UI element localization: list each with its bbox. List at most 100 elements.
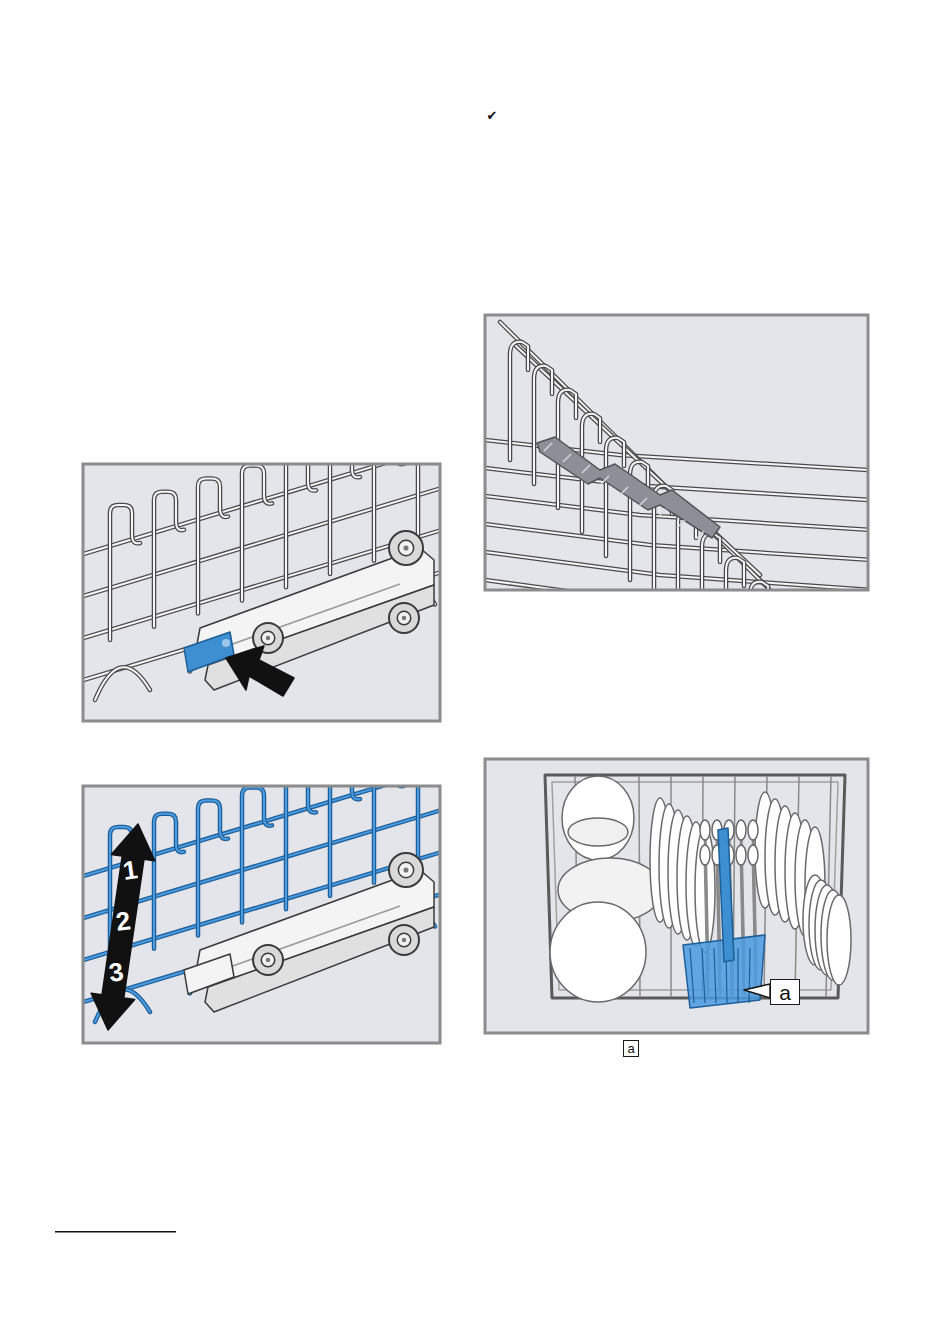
wheel-hub [261,953,275,967]
panel-border [485,315,868,590]
rack-wire [154,492,184,627]
rack-wire [154,814,184,949]
rack-wire [726,558,744,590]
rack-wire [95,667,150,700]
rack-wire [418,786,440,870]
panel-art [545,775,851,1008]
rack-wire [330,464,360,574]
shelf-grid [582,465,590,473]
rack-wire [286,786,316,909]
bowl-rim [568,818,628,846]
panel-art [83,786,440,1030]
panel-art [83,464,440,700]
push-arrow [226,646,294,696]
wheel-axle [403,545,408,550]
rack-wire [702,534,720,590]
rack-wire [702,534,720,590]
rack-wire [330,786,360,896]
rack-wire [286,464,316,587]
rack-wire [500,322,770,590]
footnote-rule [55,1231,176,1233]
wheel-hub [397,933,411,947]
rack-wire [242,787,272,922]
spoon [748,820,758,840]
rack-wire [500,322,770,590]
shelf-grid [601,476,609,484]
callout-letter: a [627,1042,634,1055]
wheel-axle [266,958,271,963]
callout-pointer [744,984,770,998]
shelf-grid [544,443,552,451]
rack-wire [726,558,744,590]
latch-mark [222,639,230,647]
shelf-grid [696,531,704,539]
height-arrow [91,824,155,1030]
wheel [389,853,423,887]
shelf-grid [620,487,628,495]
wheel-hub [398,540,413,555]
spoon [748,845,758,865]
rack-wire [418,464,440,548]
shelf-grid [639,498,647,506]
panel-ground [485,759,868,1033]
basket-mesh [749,948,750,1003]
callout-box: a [770,979,800,1005]
wheel-hub [261,631,275,645]
rack-wire [198,479,228,614]
callout-box: a [623,1040,639,1057]
rack-wire [110,505,140,640]
rack-wire [330,464,360,574]
rack-wire [198,801,228,936]
wheel-axle [403,867,408,872]
rack-wire [418,464,440,548]
wheel-hub [398,862,413,877]
rack-wire [510,342,528,460]
latch [184,954,234,994]
shelf-grid [563,454,571,462]
shelf-grid [658,509,666,517]
rack-wire [242,465,272,600]
shelf-grid [677,520,685,528]
wheel-hub [397,611,411,625]
wheel-axle [266,636,271,641]
panel-border [83,464,440,721]
rack-wire [606,438,624,556]
blue-utensil [718,828,734,962]
rack-wire [154,492,184,627]
spoon [736,845,746,865]
position-number: 1 [121,856,139,884]
panel-border [485,759,868,1033]
basket-mesh [737,948,738,1003]
panel-art [485,322,868,590]
check-mark: ✔ [487,109,498,122]
bowl [562,776,634,860]
spoon [700,820,710,840]
panel-border [83,786,440,1043]
rack-wire [198,479,228,614]
wheel [253,945,283,975]
basket-mesh [714,948,716,1003]
rack-wire [242,465,272,600]
rack-wire [510,342,528,460]
bowl [550,902,646,1002]
rack-wire [286,786,316,909]
basket-mesh [690,948,694,1003]
rack-wire [154,814,184,949]
wheel [389,925,419,955]
callout-letter: a [779,982,791,1003]
position-number: 3 [107,958,125,986]
rack-wire [606,438,624,556]
rack-wire [286,464,316,587]
position-number: 2 [114,907,132,935]
rack-wire [198,801,228,936]
wheel-axle [402,938,407,943]
latch [184,632,234,672]
rack-wire [534,366,552,484]
rack-wire [110,505,140,640]
wheel [389,603,419,633]
rack-wire [418,786,440,870]
rack-wire [534,366,552,484]
